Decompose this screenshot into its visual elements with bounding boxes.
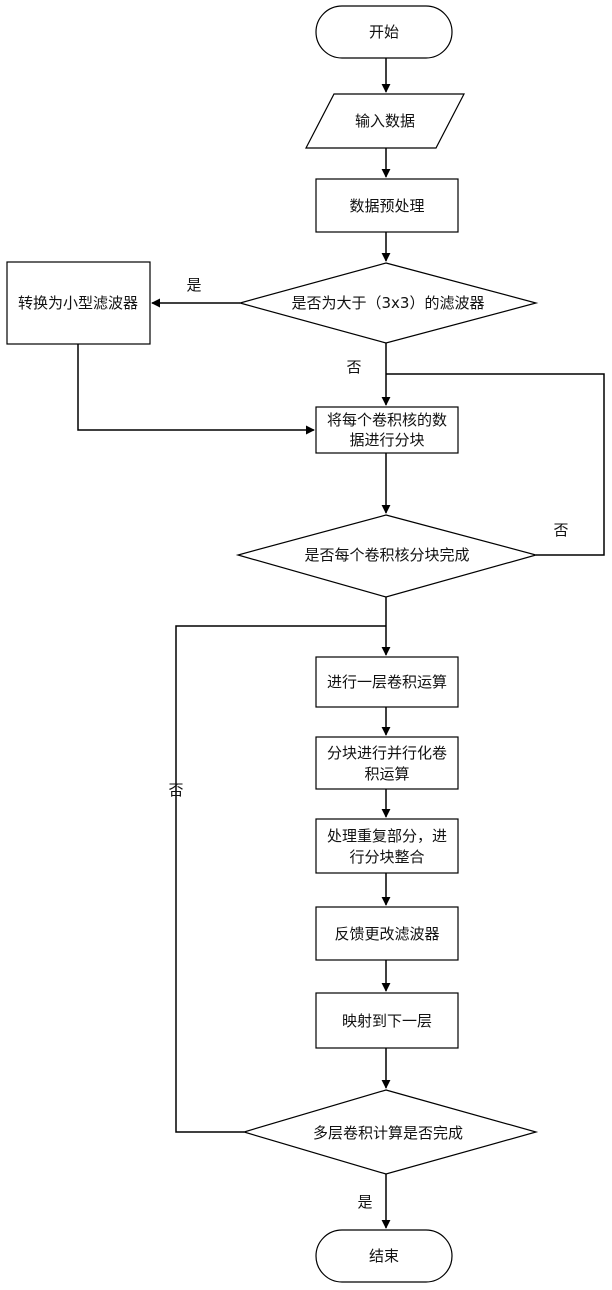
label-yes-convert: 是 <box>186 276 201 294</box>
arrow-convert-split <box>78 344 314 430</box>
parallel-conv-label-2: 积运算 <box>364 765 409 783</box>
decision-filter-size: 是否为大于（3x3）的滤波器 <box>240 263 536 343</box>
split-kernel-node: 将每个卷积核的数 据进行分块 <box>316 407 458 453</box>
start-terminal: 开始 <box>316 6 452 58</box>
feedback-filter-node: 反馈更改滤波器 <box>316 907 458 960</box>
decision-split-done-label: 是否每个卷积核分块完成 <box>304 546 469 564</box>
decision-all-layers-label: 多层卷积计算是否完成 <box>313 1124 463 1142</box>
input-data-label: 输入数据 <box>355 112 415 130</box>
start-label: 开始 <box>369 23 399 41</box>
parallel-conv-node: 分块进行并行化卷 积运算 <box>316 737 458 789</box>
end-terminal: 结束 <box>316 1230 452 1282</box>
label-no-split: 否 <box>553 521 568 539</box>
merge-label-1: 处理重复部分，进 <box>327 827 447 845</box>
label-yes-end: 是 <box>357 1193 372 1211</box>
decision-all-layers: 多层卷积计算是否完成 <box>244 1090 536 1174</box>
conv-one-layer-node: 进行一层卷积运算 <box>316 657 458 707</box>
map-next-layer-node: 映射到下一层 <box>316 993 458 1048</box>
conv-one-layer-label: 进行一层卷积运算 <box>327 673 447 691</box>
split-kernel-label-2: 据进行分块 <box>349 431 424 449</box>
label-no-layers: 否 <box>168 781 183 799</box>
label-no-filter: 否 <box>346 358 361 376</box>
split-kernel-label-1: 将每个卷积核的数 <box>327 411 447 429</box>
decision-filter-size-label: 是否为大于（3x3）的滤波器 <box>292 294 485 312</box>
map-next-layer-label: 映射到下一层 <box>342 1012 432 1030</box>
input-data-node: 输入数据 <box>306 94 464 148</box>
convert-small-filter-node: 转换为小型滤波器 <box>7 262 150 344</box>
decision-split-done: 是否每个卷积核分块完成 <box>238 515 536 597</box>
convert-small-filter-label: 转换为小型滤波器 <box>18 294 138 312</box>
parallel-conv-label-1: 分块进行并行化卷 <box>327 744 447 762</box>
feedback-filter-label: 反馈更改滤波器 <box>334 925 439 943</box>
preprocess-node: 数据预处理 <box>316 179 458 232</box>
merge-label-2: 行分块整合 <box>349 848 424 866</box>
merge-node: 处理重复部分，进 行分块整合 <box>316 819 458 873</box>
preprocess-label: 数据预处理 <box>349 197 424 215</box>
end-label: 结束 <box>369 1247 399 1265</box>
